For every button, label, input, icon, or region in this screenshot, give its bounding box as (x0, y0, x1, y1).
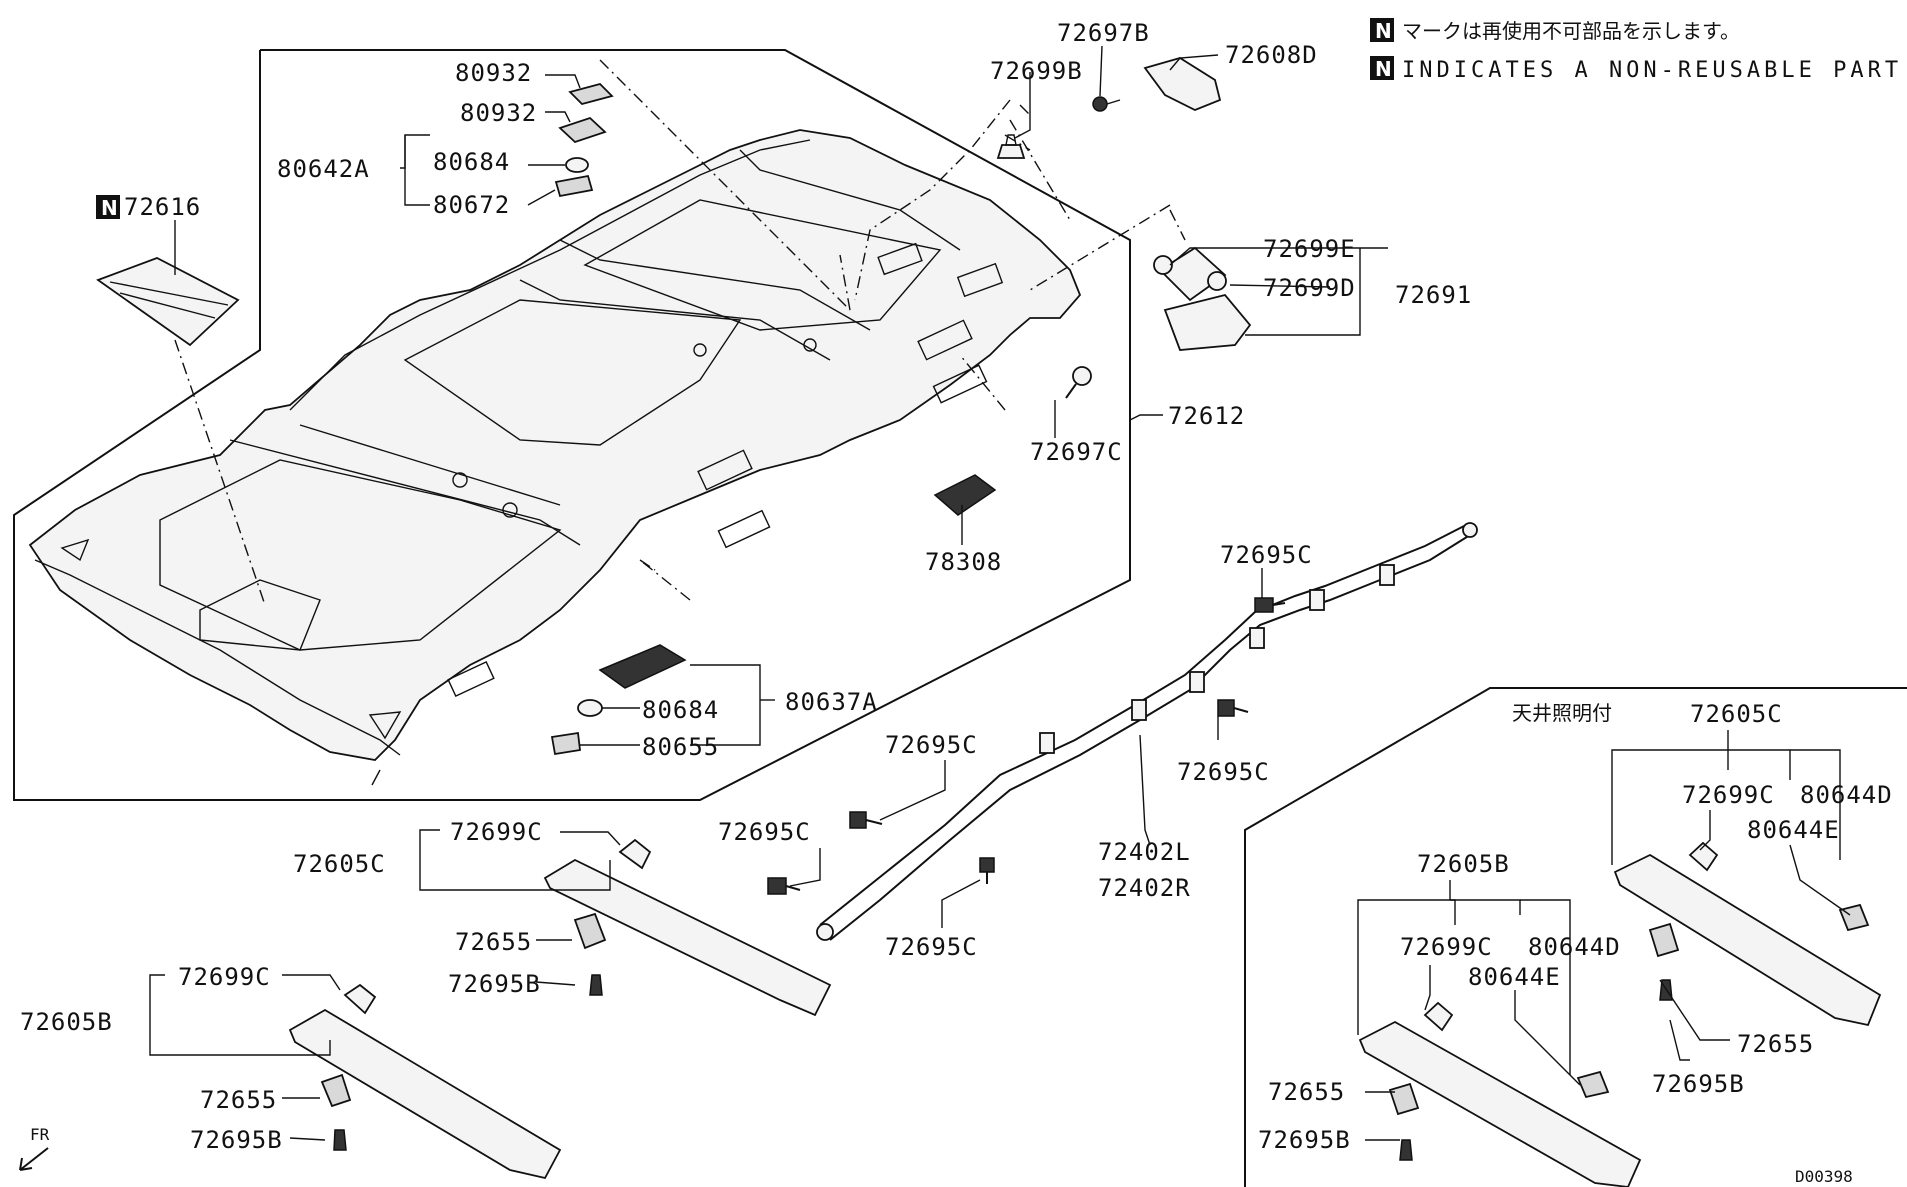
label-80932-lower: 80932 (460, 99, 537, 127)
bracket-72608D (1092, 57, 1222, 112)
label-80642A: 80642A (277, 155, 370, 183)
label-72605B-inset: 72605B (1417, 850, 1510, 878)
legend: N マークは再使用不可部品を示します。 N INDICATES A NON-RE… (1370, 18, 1907, 83)
label-72655-lower-left: 72655 (200, 1086, 277, 1114)
label-72697B: 72697B (1057, 19, 1150, 47)
label-72699C-left: 72699C (450, 818, 543, 846)
trim-72605B-left (288, 983, 562, 1180)
headliner-frame (13, 49, 1131, 801)
label-72699D: 72699D (1263, 274, 1356, 302)
label-72605C-left: 72605C (293, 850, 386, 878)
label-72695B-left: 72695B (448, 970, 541, 998)
label-72695C-mid: 72695C (885, 731, 978, 759)
label-72612: 72612 (1168, 402, 1245, 430)
callout-labels: 72697B 72608D 72699B 80932 80932 80642A … (20, 19, 1893, 1154)
label-80644D-inset-lower: 80644D (1528, 933, 1621, 961)
label-72699C-inset-upper: 72699C (1682, 781, 1775, 809)
label-72699C-lower-left: 72699C (178, 963, 271, 991)
grille-78308 (933, 474, 997, 516)
label-72655-inset-upper: 72655 (1737, 1030, 1814, 1058)
label-72695B-lower-left: 72695B (190, 1126, 283, 1154)
label-72608D: 72608D (1225, 41, 1318, 69)
label-72695B-inset-lower: 72695B (1258, 1126, 1351, 1154)
label-72695C-bottom: 72695C (885, 933, 978, 961)
trim-72605C-inset (1613, 841, 1882, 1027)
label-72402L: 72402L (1098, 838, 1191, 866)
badge-letter: N (101, 196, 118, 220)
leader-lines (149, 45, 1851, 1141)
part-72616-pad (96, 257, 240, 347)
label-72695B-inset-upper: 72695B (1652, 1070, 1745, 1098)
non-reusable-badge-icon (1370, 56, 1394, 80)
label-80637A: 80637A (785, 688, 878, 716)
label-72402R: 72402R (1098, 874, 1191, 902)
label-72699B: 72699B (990, 57, 1083, 85)
label-80932-upper: 80932 (455, 59, 532, 87)
label-72605C-inset: 72605C (1690, 700, 1783, 728)
label-80644E-inset-lower: 80644E (1468, 963, 1561, 991)
non-reusable-badge-icon (96, 195, 120, 219)
trim-72605B-inset (1358, 1001, 1642, 1187)
non-reusable-badge-icon (1370, 18, 1394, 42)
label-80644D-inset-upper: 80644D (1800, 781, 1893, 809)
label-78308: 78308 (925, 548, 1002, 576)
front-indicator: FR (19, 1125, 50, 1171)
label-72695C-right: 72695C (1177, 758, 1270, 786)
label-72699E: 72699E (1263, 235, 1356, 263)
label-72697C: 72697C (1030, 438, 1123, 466)
label-72695C-left: 72695C (718, 818, 811, 846)
inset-frame (1244, 687, 1907, 1187)
drawing-code: D00398 (1795, 1167, 1853, 1186)
legend-en: INDICATES A NON-REUSABLE PART. (1402, 58, 1907, 83)
label-72691: 72691 (1395, 281, 1472, 309)
headliner-72612 (28, 129, 1082, 786)
screw-72697C (1065, 366, 1092, 399)
rail-72402 (816, 522, 1478, 941)
label-72655-left: 72655 (455, 928, 532, 956)
label-80644E-inset-upper: 80644E (1747, 816, 1840, 844)
label-72699C-inset-lower: 72699C (1400, 933, 1493, 961)
front-arrow-icon (19, 1147, 49, 1171)
label-80672: 80672 (433, 191, 510, 219)
inset-title: 天井照明付 (1512, 701, 1612, 725)
bolts-72695C (767, 597, 1286, 895)
label-72695C-upper-right: 72695C (1220, 541, 1313, 569)
clip-72699B (996, 134, 1026, 159)
label-80684-upper: 80684 (433, 148, 510, 176)
fr-label: FR (30, 1125, 50, 1144)
badge-letter: N (1375, 19, 1392, 43)
holder-72691 (1153, 246, 1252, 351)
dashed-leaders (174, 59, 1186, 606)
label-72605B-left: 72605B (20, 1008, 113, 1036)
lamp-80637A (550, 644, 687, 756)
map-lamp-parts (554, 82, 614, 198)
trim-72605C-left (543, 838, 832, 1017)
badge-letter: N (1375, 57, 1392, 81)
label-72616: 72616 (124, 193, 201, 221)
label-80684-lower: 80684 (642, 696, 719, 724)
label-80655: 80655 (642, 733, 719, 761)
label-72655-inset-lower: 72655 (1268, 1078, 1345, 1106)
legend-jp: マークは再使用不可部品を示します。 (1402, 19, 1740, 43)
